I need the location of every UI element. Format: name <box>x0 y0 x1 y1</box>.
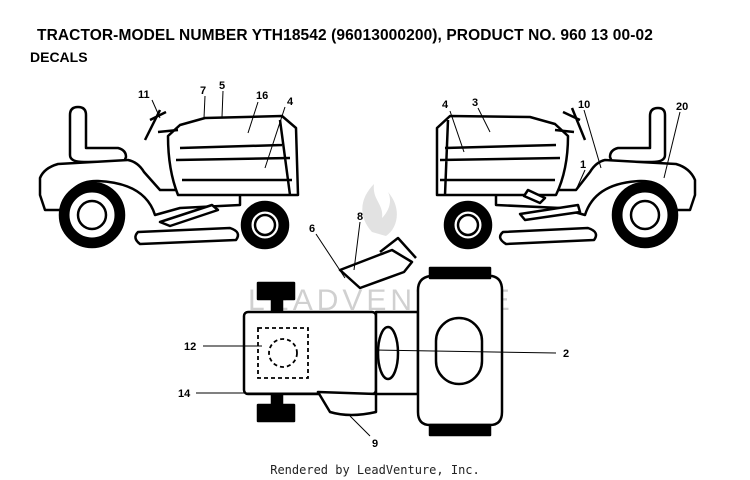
callout-5: 5 <box>219 80 225 92</box>
callout-2: 2 <box>563 348 569 360</box>
callout-14: 14 <box>178 388 191 400</box>
tractor-right-side-view <box>435 106 697 250</box>
callout-3: 3 <box>472 97 478 109</box>
diagram-subtitle: DECALS <box>30 49 88 65</box>
callout-16: 16 <box>256 90 268 102</box>
left-wheels-tires <box>60 183 288 248</box>
callout-4-right: 4 <box>442 99 449 111</box>
callout-20: 20 <box>676 101 688 113</box>
callout-labels: 11 7 5 16 4 4 3 10 20 1 6 8 12 14 2 9 <box>138 80 688 450</box>
callout-8: 8 <box>357 211 363 223</box>
decal-12-outline <box>257 327 309 379</box>
callout-9: 9 <box>372 438 378 450</box>
callout-12: 12 <box>184 341 196 353</box>
diagram-title: TRACTOR-MODEL NUMBER YTH18542 (960130002… <box>37 27 653 44</box>
footer-credit: Rendered by LeadVenture, Inc. <box>270 463 480 477</box>
tractor-top-view <box>242 236 504 437</box>
callout-6: 6 <box>309 223 315 235</box>
callout-7: 7 <box>200 85 206 97</box>
callout-4-left: 4 <box>287 96 294 108</box>
callout-10: 10 <box>578 99 590 111</box>
watermark-flame-icon <box>362 184 397 236</box>
tractor-left-side-view <box>38 105 300 250</box>
callout-1: 1 <box>580 159 586 171</box>
callout-11: 11 <box>138 89 150 101</box>
leader-lines <box>151 90 681 437</box>
right-wheels-tires <box>445 183 677 248</box>
